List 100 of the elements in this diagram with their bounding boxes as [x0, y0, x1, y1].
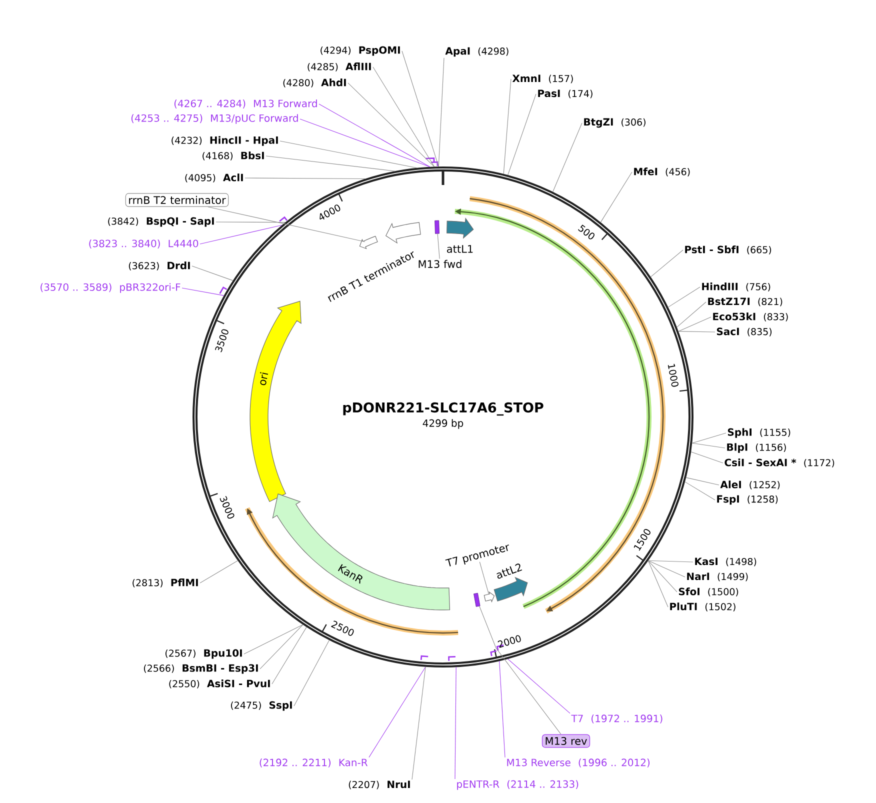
leader-line — [437, 233, 440, 259]
enzyme-site-label: (2813) PflMI — [132, 578, 198, 588]
enzyme-site-label: (2567) Bpu10I — [166, 649, 242, 659]
leader-line — [503, 78, 512, 174]
enzyme-site-label: SphI (1155) — [728, 428, 790, 438]
leader-line — [692, 442, 726, 448]
leader-line — [216, 222, 286, 223]
enzyme-site-label: (2566) BsmBI - Esp3I — [144, 664, 258, 674]
leader-line — [318, 104, 430, 168]
leader-line — [200, 224, 282, 244]
leader-line — [508, 94, 536, 176]
enzyme-site-label: NarI (1499) — [687, 572, 748, 582]
enzyme-site-label: (4285) AflIII — [308, 62, 371, 72]
promoter-feature — [484, 591, 495, 603]
leader-line — [648, 560, 668, 608]
enzyme-site-label: (4232) HincII - HpaI — [172, 136, 278, 146]
enzyme-site-label: MfeI (456) — [634, 168, 690, 176]
primer-label: M13 Reverse (1996 .. 2012) — [507, 758, 650, 768]
terminator-feature — [359, 236, 378, 250]
enzyme-site-label: (2475) SspI — [231, 701, 292, 711]
primer-label: (4267 .. 4284) M13 Forward — [174, 100, 317, 108]
leader-line — [648, 560, 686, 578]
enzyme-site-label: Eco53kI (833) — [713, 312, 788, 322]
enzyme-site-label: BlpI (1156) — [727, 443, 786, 453]
enzyme-site-label: (4168) BbsI — [202, 152, 264, 160]
enzyme-site-label: KasI (1498) — [695, 558, 756, 566]
leader-line — [648, 560, 678, 592]
primer-label: (4253 .. 4275) M13/pUC Forward — [131, 114, 298, 124]
leader-line — [348, 82, 435, 167]
feature-label-box: rrnB T2 terminator — [125, 193, 229, 207]
leader-line — [438, 58, 444, 167]
leader-line — [368, 666, 426, 758]
enzyme-site-label: (4095) AclI — [185, 174, 243, 182]
enzyme-site-label: (3623) DrdI — [128, 262, 190, 270]
enzyme-site-label: PstI - SbfI (665) — [685, 246, 772, 254]
scale-label: 500 — [578, 224, 594, 240]
leader-line — [686, 477, 720, 486]
scale-label: 2500 — [331, 620, 354, 636]
leader-line — [690, 452, 724, 464]
enzyme-site-label: SfoI (1500) — [678, 588, 738, 596]
scale-label: 1000 — [668, 364, 678, 387]
leader-line — [300, 118, 430, 168]
primer-label-box: M13 rev — [542, 734, 590, 748]
leader-line — [684, 482, 716, 500]
feature-label: M13 fwd — [418, 260, 462, 268]
primer-label: (2192 .. 2211) Kan-R — [260, 758, 368, 768]
enzyme-site-label: (2207) NruI — [348, 780, 410, 790]
primer-label: (3823 .. 3840) L4440 — [89, 240, 198, 248]
primer-label: pENTR-R (2114 .. 2133) — [457, 780, 578, 790]
enzyme-site-label: (2550) AsiSI - PvuI — [169, 680, 270, 688]
primer-site-mark — [434, 220, 440, 234]
leader-line — [678, 316, 712, 332]
scale-label: 2000 — [498, 635, 521, 648]
enzyme-site-label: (4280) AhdI — [283, 78, 346, 88]
leader-line — [552, 122, 582, 192]
enzyme-site-label: (3842) BspQI - SapI — [108, 217, 214, 227]
leader-line — [192, 266, 234, 281]
scale-label: 3500 — [215, 329, 228, 352]
leader-line — [678, 331, 716, 332]
enzyme-site-label: ApaI (4298) — [445, 47, 508, 57]
leader-line — [200, 560, 238, 584]
leader-line — [208, 206, 366, 242]
leader-line — [260, 624, 304, 670]
leader-line — [650, 250, 684, 278]
leader-line — [648, 560, 694, 562]
ori-feature: ori — [250, 300, 302, 502]
enzyme-site-label: HindIII (756) — [702, 282, 770, 292]
leader-line — [182, 288, 224, 296]
enzyme-site-label: CsiI - SexAI * (1172) — [724, 458, 834, 468]
leader-line — [479, 606, 562, 734]
leader-line — [454, 666, 456, 780]
enzyme-site-label: XmnI (157) — [512, 74, 573, 84]
enzyme-site-label: PluTI (1502) — [670, 602, 736, 612]
leader-line — [508, 658, 570, 714]
enzyme-site-label: BtgZI (306) — [584, 118, 646, 128]
leader-line — [692, 432, 726, 444]
leader-line — [244, 178, 366, 180]
leader-line — [600, 172, 632, 223]
leader-line — [402, 50, 439, 167]
leader-line — [266, 156, 396, 172]
leader-line — [294, 640, 330, 706]
leader-line — [668, 286, 700, 308]
leader-line — [244, 624, 304, 654]
enzyme-site-label: PasI (174) — [538, 90, 592, 98]
primer-label: (3570 .. 3589) pBR322ori-F — [40, 283, 180, 293]
enzyme-site-label: FspI (1258) — [717, 495, 778, 505]
scale-label: 3000 — [220, 496, 234, 519]
leader-line — [280, 140, 418, 168]
feature-label: attL1 — [447, 245, 473, 253]
enzyme-site-label: SacI (835) — [716, 328, 772, 336]
plasmid-name: pDONR221-SLC17A6_STOP — [343, 402, 544, 416]
scale-label: 4000 — [320, 204, 340, 220]
primer-label: T7 (1972 .. 1991) — [571, 714, 662, 724]
feature-label: attL2 — [496, 564, 522, 579]
leader-line — [479, 562, 489, 594]
leader-line — [272, 626, 307, 684]
enzyme-site-label: (4294) PspOMI — [320, 46, 400, 56]
enzyme-site-label: BstZ17I (821) — [708, 298, 782, 306]
primer-site-mark — [474, 592, 480, 607]
leader-line — [676, 302, 706, 328]
